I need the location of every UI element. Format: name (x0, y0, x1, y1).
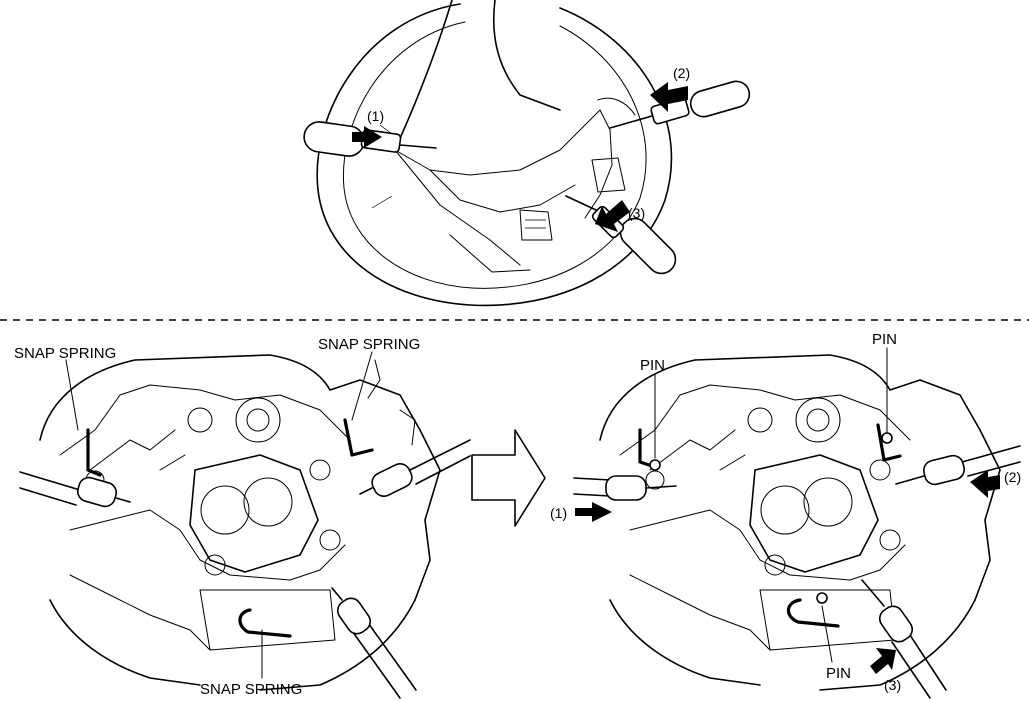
arrow-1-right (575, 502, 612, 522)
screwdriver-right-1 (573, 475, 677, 522)
callout-1-right: (1) (550, 505, 567, 521)
steering-wheel-top-view (316, 0, 673, 307)
screwdriver-left-a (19, 471, 131, 508)
screwdriver-right-2 (895, 445, 1021, 498)
callout-2-right: (2) (1004, 469, 1021, 485)
pin-label-3: PIN (826, 665, 851, 682)
screwdriver-left-c (331, 587, 417, 699)
leader-pin-3 (821, 605, 833, 663)
callout-3-top: (3) (628, 205, 645, 221)
screwdriver-3-top (565, 195, 677, 275)
arrow-2-top (650, 82, 688, 112)
callout-3-right: (3) (884, 677, 901, 693)
transition-arrow (471, 429, 546, 527)
arrow-3-right (870, 648, 896, 674)
snap-spring-label-2: SNAP SPRING (318, 336, 420, 353)
leader-snap-spring-1 (65, 359, 79, 431)
callout-1-top: (1) (367, 108, 384, 124)
snap-spring-label-1: SNAP SPRING (14, 345, 116, 362)
snap-spring-label-3: SNAP SPRING (200, 681, 302, 698)
screwdriver-2-top (609, 80, 751, 129)
airbag-module-left (39, 354, 441, 691)
arrow-1-top (352, 126, 382, 148)
screwdriver-right-3 (861, 579, 947, 699)
screwdriver-left-b (359, 439, 471, 497)
leader-snap-spring-2 (351, 351, 373, 421)
airbag-module-right (599, 354, 1001, 691)
pin-label-2: PIN (872, 331, 897, 348)
arrow-2-right (970, 470, 1000, 498)
pin-label-1: PIN (640, 357, 665, 374)
callout-2-top: (2) (673, 65, 690, 81)
screwdriver-1-top (303, 121, 437, 157)
arrow-3-top (595, 200, 630, 232)
